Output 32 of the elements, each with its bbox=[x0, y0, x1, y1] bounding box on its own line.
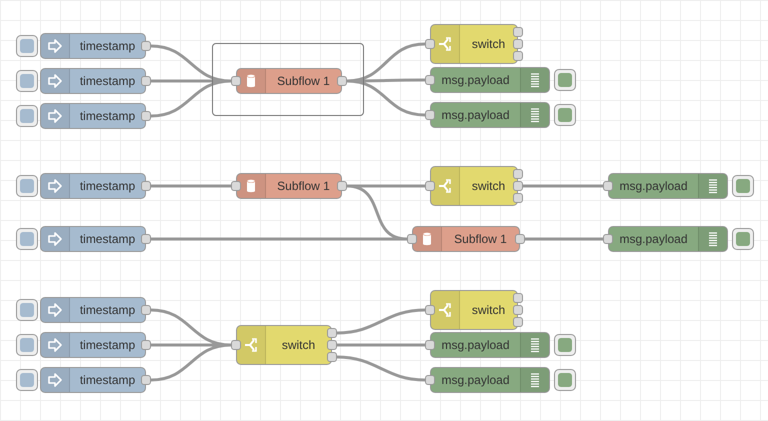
wire bbox=[525, 238, 603, 240]
node-label: timestamp bbox=[78, 338, 136, 352]
node-label: switch bbox=[280, 338, 316, 352]
wire bbox=[150, 344, 232, 382]
node-label: switch bbox=[470, 303, 506, 317]
wire bbox=[151, 238, 407, 240]
wire bbox=[337, 344, 425, 346]
node-label: timestamp bbox=[78, 179, 136, 193]
node-label: timestamp bbox=[78, 74, 136, 88]
node-label: msg.payload bbox=[440, 338, 511, 352]
wire bbox=[151, 184, 231, 188]
node-label: msg.payload bbox=[440, 108, 511, 122]
node-label: switch bbox=[470, 37, 506, 51]
node-label: timestamp bbox=[78, 39, 136, 53]
wire bbox=[150, 80, 232, 118]
node-label: msg.payload bbox=[618, 232, 689, 246]
node-label: timestamp bbox=[78, 232, 136, 246]
wire bbox=[523, 184, 603, 188]
wire bbox=[346, 80, 426, 116]
node-label: timestamp bbox=[78, 109, 136, 123]
node-label: switch bbox=[470, 179, 506, 193]
node-label: timestamp bbox=[78, 373, 136, 387]
node-label: Subflow 1 bbox=[453, 232, 508, 246]
node-label: msg.payload bbox=[618, 179, 689, 193]
wire bbox=[336, 308, 426, 334]
node-label: timestamp bbox=[78, 303, 136, 317]
wire bbox=[336, 356, 426, 382]
node-label: Subflow 1 bbox=[276, 179, 331, 193]
group-frame bbox=[212, 43, 364, 116]
node-label: Subflow 1 bbox=[276, 74, 331, 88]
node-label: msg.payload bbox=[440, 373, 511, 387]
node-label: msg.payload bbox=[440, 73, 511, 87]
